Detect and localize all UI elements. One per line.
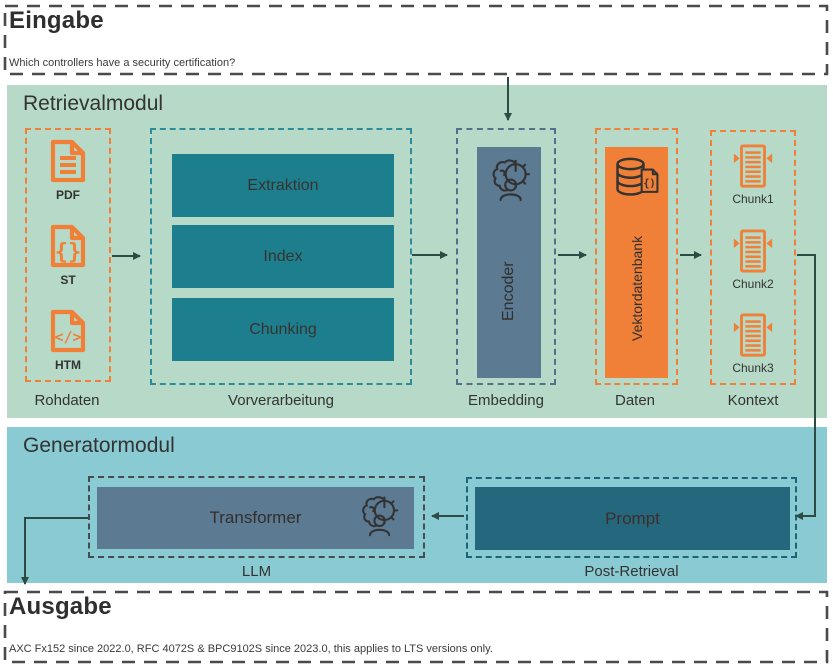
input-query-text: Which controllers have a security certif… xyxy=(9,57,236,69)
step-extraction: Extraktion xyxy=(172,154,394,217)
retrieval-module-section: Retrievalmodul PDF ST HTM Rohdaten Extra… xyxy=(7,85,827,418)
chunk-item: Chunk1 xyxy=(730,142,776,206)
output-answer-text: AXC Fx152 since 2022.0, RFC 4072S & BPC9… xyxy=(9,643,493,655)
embedding-label: Embedding xyxy=(468,392,544,409)
input-title: Eingabe xyxy=(9,7,104,34)
file-item-pdf: PDF xyxy=(44,137,92,202)
post-retrieval-label: Post-Retrieval xyxy=(584,563,679,580)
output-title: Ausgabe xyxy=(9,593,112,620)
transformer-box-label: Transformer xyxy=(209,508,302,527)
embedding-group: Encoder xyxy=(456,128,556,385)
chunk-label: Chunk2 xyxy=(732,276,774,291)
document-code-icon xyxy=(44,307,92,355)
retrieval-module-title: Retrievalmodul xyxy=(23,92,164,115)
document-braces-icon xyxy=(44,222,92,270)
preprocessing-label: Vorverarbeitung xyxy=(228,392,334,409)
chunk-label: Chunk1 xyxy=(732,192,774,206)
chunk-item: Chunk2 xyxy=(730,227,776,291)
preprocessing-group: Extraktion Index Chunking xyxy=(150,128,412,385)
step-chunking: Chunking xyxy=(172,298,394,361)
generator-module-section: Generatormodul Transformer LLM Prompt Po… xyxy=(7,427,827,583)
chunk-label: Chunk3 xyxy=(732,361,774,375)
raw-data-group: PDF ST HTM xyxy=(25,128,111,382)
llm-group: Transformer xyxy=(88,476,425,558)
file-label: HTM xyxy=(55,358,81,372)
brain-gear-icon xyxy=(362,496,399,537)
transformer-box: Transformer xyxy=(97,487,414,549)
llm-label: LLM xyxy=(241,563,272,580)
brain-gear-icon xyxy=(492,159,531,202)
database-document-icon xyxy=(615,157,659,196)
vector-database-label: Vektordatenbank xyxy=(628,235,645,342)
encoder-box: Encoder xyxy=(477,147,541,378)
input-section: Eingabe Which controllers have a securit… xyxy=(4,5,828,75)
file-label: PDF xyxy=(56,188,80,202)
encoder-box-label: Encoder xyxy=(500,261,517,322)
chunk-item: Chunk3 xyxy=(730,311,776,375)
raw-data-label: Rohdaten xyxy=(34,392,100,409)
context-group: Chunk1 Chunk2 Chunk3 xyxy=(710,130,796,385)
prompt-box: Prompt xyxy=(475,487,790,550)
context-label: Kontext xyxy=(727,392,779,409)
generator-module-title: Generatormodul xyxy=(23,434,175,457)
step-index: Index xyxy=(172,225,394,288)
file-item-st: ST xyxy=(44,222,92,287)
file-item-htm: HTM xyxy=(44,307,92,372)
chunk-document-icon xyxy=(732,144,774,188)
vector-database-box: Vektordatenbank xyxy=(605,147,668,378)
data-label: Daten xyxy=(614,392,656,409)
document-lines-icon xyxy=(44,137,92,185)
post-retrieval-group: Prompt xyxy=(466,477,797,558)
data-group: Vektordatenbank xyxy=(595,128,678,385)
chunk-document-icon xyxy=(732,228,774,273)
file-label: ST xyxy=(60,273,76,287)
output-section: Ausgabe AXC Fx152 since 2022.0, RFC 4072… xyxy=(4,591,828,661)
chunk-document-icon xyxy=(732,313,774,357)
